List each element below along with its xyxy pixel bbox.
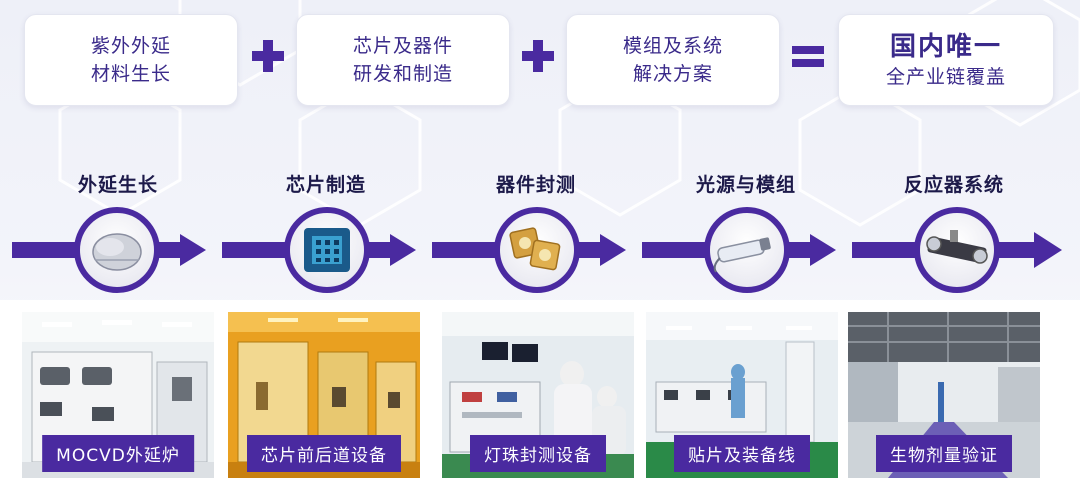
smt-line-photo: 贴片及装备线: [646, 312, 838, 478]
led-package-icon: [494, 207, 580, 293]
chip-icon: [284, 207, 370, 293]
mocvd-photo: MOCVD外延炉: [22, 312, 214, 478]
photo-caption: 芯片前后道设备: [247, 435, 401, 472]
photo-caption: MOCVD外延炉: [42, 435, 194, 472]
photo-caption: 灯珠封测设备: [470, 435, 606, 472]
process-flow: [12, 207, 1062, 293]
card-line: 模组及系统: [622, 35, 723, 57]
reactor-icon: [914, 207, 1000, 293]
wafer-icon: [74, 207, 160, 293]
photo-caption: 生物剂量验证: [876, 435, 1012, 472]
card-line: 材料生长: [90, 63, 171, 85]
step-label-packaging: 器件封测: [495, 174, 576, 196]
step-label-epitaxy: 外延生长: [77, 174, 158, 196]
chip-fab-photo: 芯片前后道设备: [228, 312, 420, 478]
bio-dose-photo: 生物剂量验证: [848, 312, 1040, 478]
step-label-reactor: 反应器系统: [903, 174, 1004, 196]
step-label-chip: 芯片制造: [285, 174, 366, 196]
equals-icon: [792, 46, 824, 67]
module-system-card: 模组及系统 解决方案: [566, 14, 780, 106]
plus-icon: [522, 40, 554, 72]
plus-icon: [252, 40, 284, 72]
lamp-module-icon: [704, 207, 790, 293]
photo-caption: 贴片及装备线: [674, 435, 810, 472]
equipment-photo-row: MOCVD外延炉 芯片前后道设备: [0, 300, 1080, 492]
chip-device-card: 芯片及器件 研发和制造: [296, 14, 510, 106]
full-industry-chain-card: 国内唯一 全产业链覆盖: [838, 14, 1054, 106]
card-line: 芯片及器件: [352, 35, 453, 57]
result-headline: 国内唯一: [889, 32, 1002, 62]
step-label-module: 光源与模组: [695, 174, 796, 196]
card-line: 紫外外延: [90, 35, 171, 57]
card-line: 解决方案: [632, 63, 713, 85]
card-line: 研发和制造: [352, 63, 453, 85]
led-test-photo: 灯珠封测设备: [442, 312, 634, 478]
result-subline: 全产业链覆盖: [885, 66, 1006, 88]
epitaxy-material-card: 紫外外延 材料生长: [24, 14, 238, 106]
